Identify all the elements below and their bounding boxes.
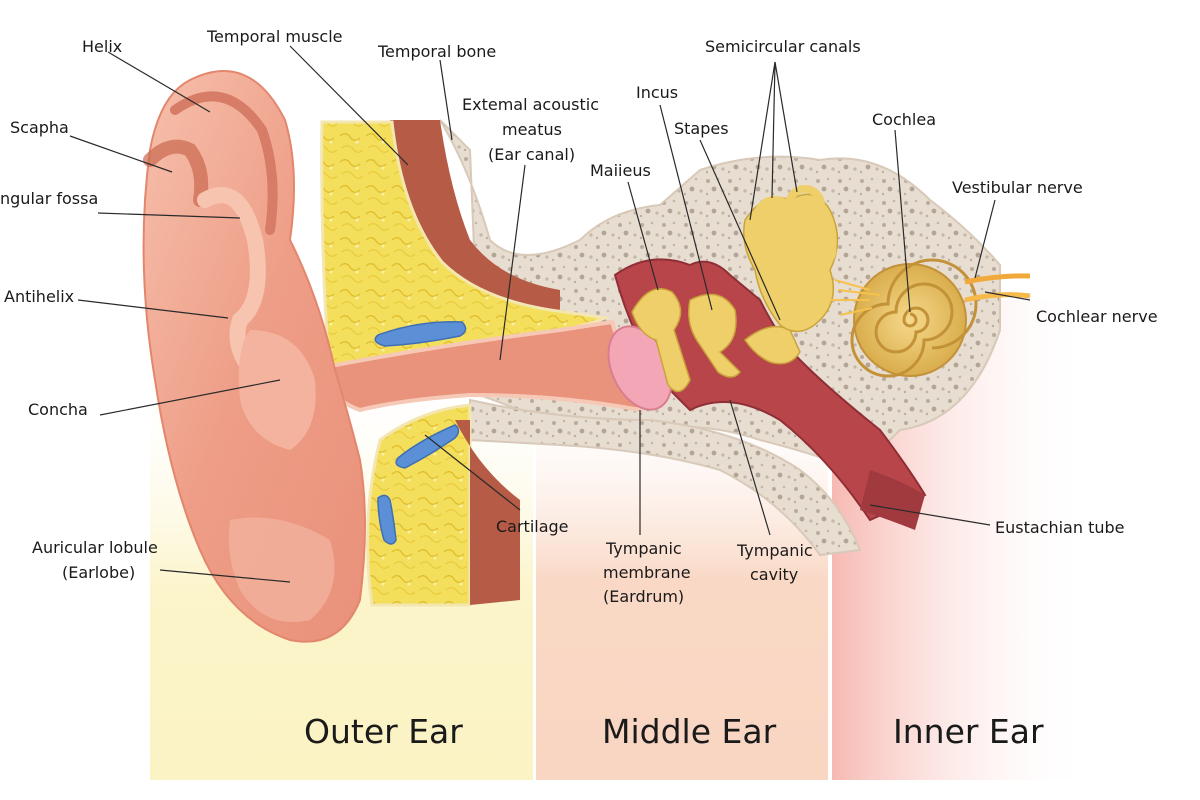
- scapha-groove: [143, 139, 209, 207]
- soft-tissue-lower: [366, 403, 472, 607]
- lower-brown-band: [455, 420, 520, 605]
- concha-bowl: [238, 330, 316, 450]
- ear-canal: [317, 319, 643, 413]
- eustachian-tube: [860, 470, 925, 530]
- section-outer-ear: Outer Ear: [304, 712, 463, 751]
- cartilage-piece-1: [374, 321, 467, 347]
- label-cartilage: Cartilage: [496, 517, 569, 536]
- label-eustachian-tube: Eustachian tube: [995, 518, 1125, 537]
- label-tympanic-cavity-line1: Tympanic: [736, 541, 813, 560]
- cochlea-spiral: [850, 258, 978, 378]
- helix-rim: [170, 91, 278, 235]
- label-temporal-muscle: Temporal muscle: [206, 27, 343, 46]
- label-meatus-line3: (Ear canal): [488, 145, 575, 164]
- label-antihelix: Antihelix: [4, 287, 74, 306]
- antihelix-fold: [197, 187, 268, 388]
- vestibular-nerve-fibers: [964, 273, 1031, 285]
- label-scapha: Scapha: [10, 118, 69, 137]
- leader-lines: [69, 45, 1031, 583]
- label-meatus-line2: meatus: [502, 120, 562, 139]
- earlobe: [228, 517, 335, 622]
- canal-loop-3: [799, 231, 837, 269]
- label-incus: Incus: [636, 83, 678, 102]
- label-auricular-lobule: Auricular lobule: [32, 538, 158, 557]
- label-triangular-fossa: ngular fossa: [0, 189, 98, 208]
- canal-loop-2: [785, 185, 825, 225]
- label-tympanic-membrane-line1: Tympanic: [605, 539, 682, 558]
- label-concha: Concha: [28, 400, 88, 419]
- cartilage-piece-3: [377, 494, 397, 545]
- section-inner-ear: Inner Ear: [893, 712, 1044, 751]
- label-tympanic-membrane-line3: (Eardrum): [603, 587, 684, 606]
- section-middle-ear: Middle Ear: [602, 712, 777, 751]
- cochlea-shell: [853, 263, 967, 377]
- label-tympanic-cavity-line2: cavity: [750, 565, 798, 584]
- lower-bone: [469, 398, 862, 557]
- label-cochlea: Cochlea: [872, 110, 936, 129]
- cartilage-piece-2: [395, 424, 460, 469]
- stapes: [743, 325, 801, 365]
- nerve-branches: [830, 279, 881, 316]
- label-stapes: Stapes: [674, 119, 729, 138]
- label-temporal-bone: Temporal bone: [377, 42, 496, 61]
- temporal-muscle: [390, 120, 560, 310]
- label-helix: Helix: [82, 37, 122, 56]
- incus: [688, 293, 742, 378]
- malleus: [631, 288, 691, 393]
- label-tympanic-membrane-line2: membrane: [603, 563, 691, 582]
- label-malleus: Maiieus: [590, 161, 651, 180]
- label-semicircular-canals: Semicircular canals: [705, 37, 861, 56]
- label-cochlear-nerve: Cochlear nerve: [1036, 307, 1158, 326]
- label-vestibular-nerve: Vestibular nerve: [952, 178, 1083, 197]
- label-meatus-line1: Extemal acoustic: [462, 95, 599, 114]
- label-earlobe: (Earlobe): [62, 563, 135, 582]
